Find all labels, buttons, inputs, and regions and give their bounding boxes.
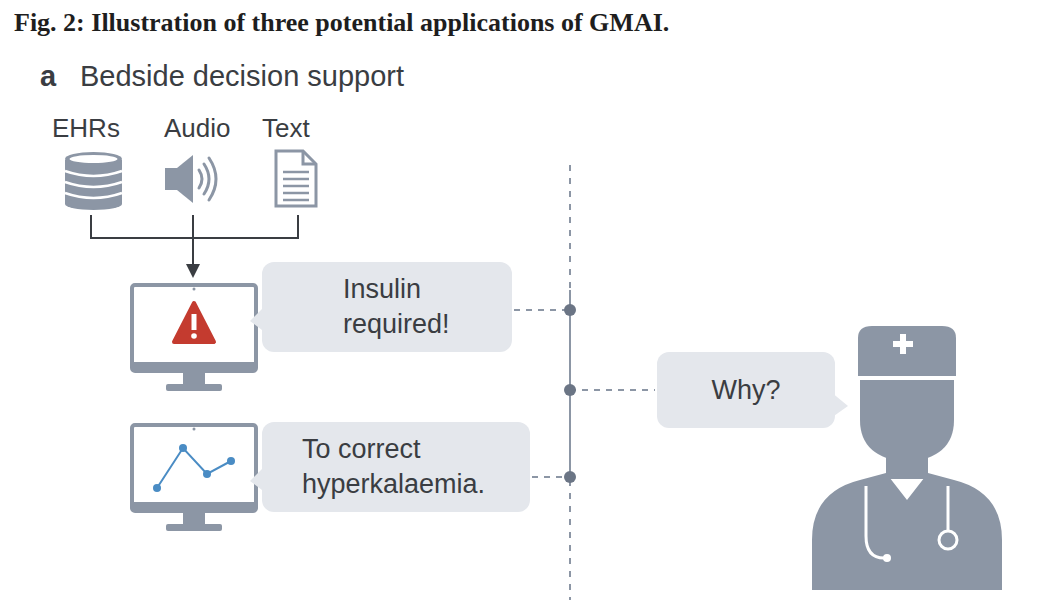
arrow-head xyxy=(186,264,200,278)
timeline xyxy=(514,165,655,600)
bubble-text: To correct hyperkalaemia. xyxy=(302,432,502,502)
doctor-figure xyxy=(812,326,1002,590)
bubble-text: Insulin required! xyxy=(343,272,493,342)
database-icon xyxy=(65,152,122,210)
timeline-dot xyxy=(564,304,576,483)
panel-letter: a xyxy=(40,60,56,93)
document-icon xyxy=(276,151,316,206)
input-label: EHRs xyxy=(52,113,120,144)
speech-bubble: Insulin required! xyxy=(262,262,512,352)
merge-bracket xyxy=(91,215,298,266)
input-label: Text xyxy=(262,113,310,144)
speech-bubble: To correct hyperkalaemia. xyxy=(262,422,530,512)
figure-title: Fig. 2: Illustration of three potential … xyxy=(14,8,669,38)
speech-bubble: Why? xyxy=(657,352,835,428)
monitor-icon xyxy=(132,425,256,531)
speaker-icon xyxy=(165,155,216,203)
input-label: Audio xyxy=(164,113,231,144)
panel-title: Bedside decision support xyxy=(80,60,404,93)
monitor-icon xyxy=(132,285,256,391)
bubble-text: Why? xyxy=(671,373,821,408)
